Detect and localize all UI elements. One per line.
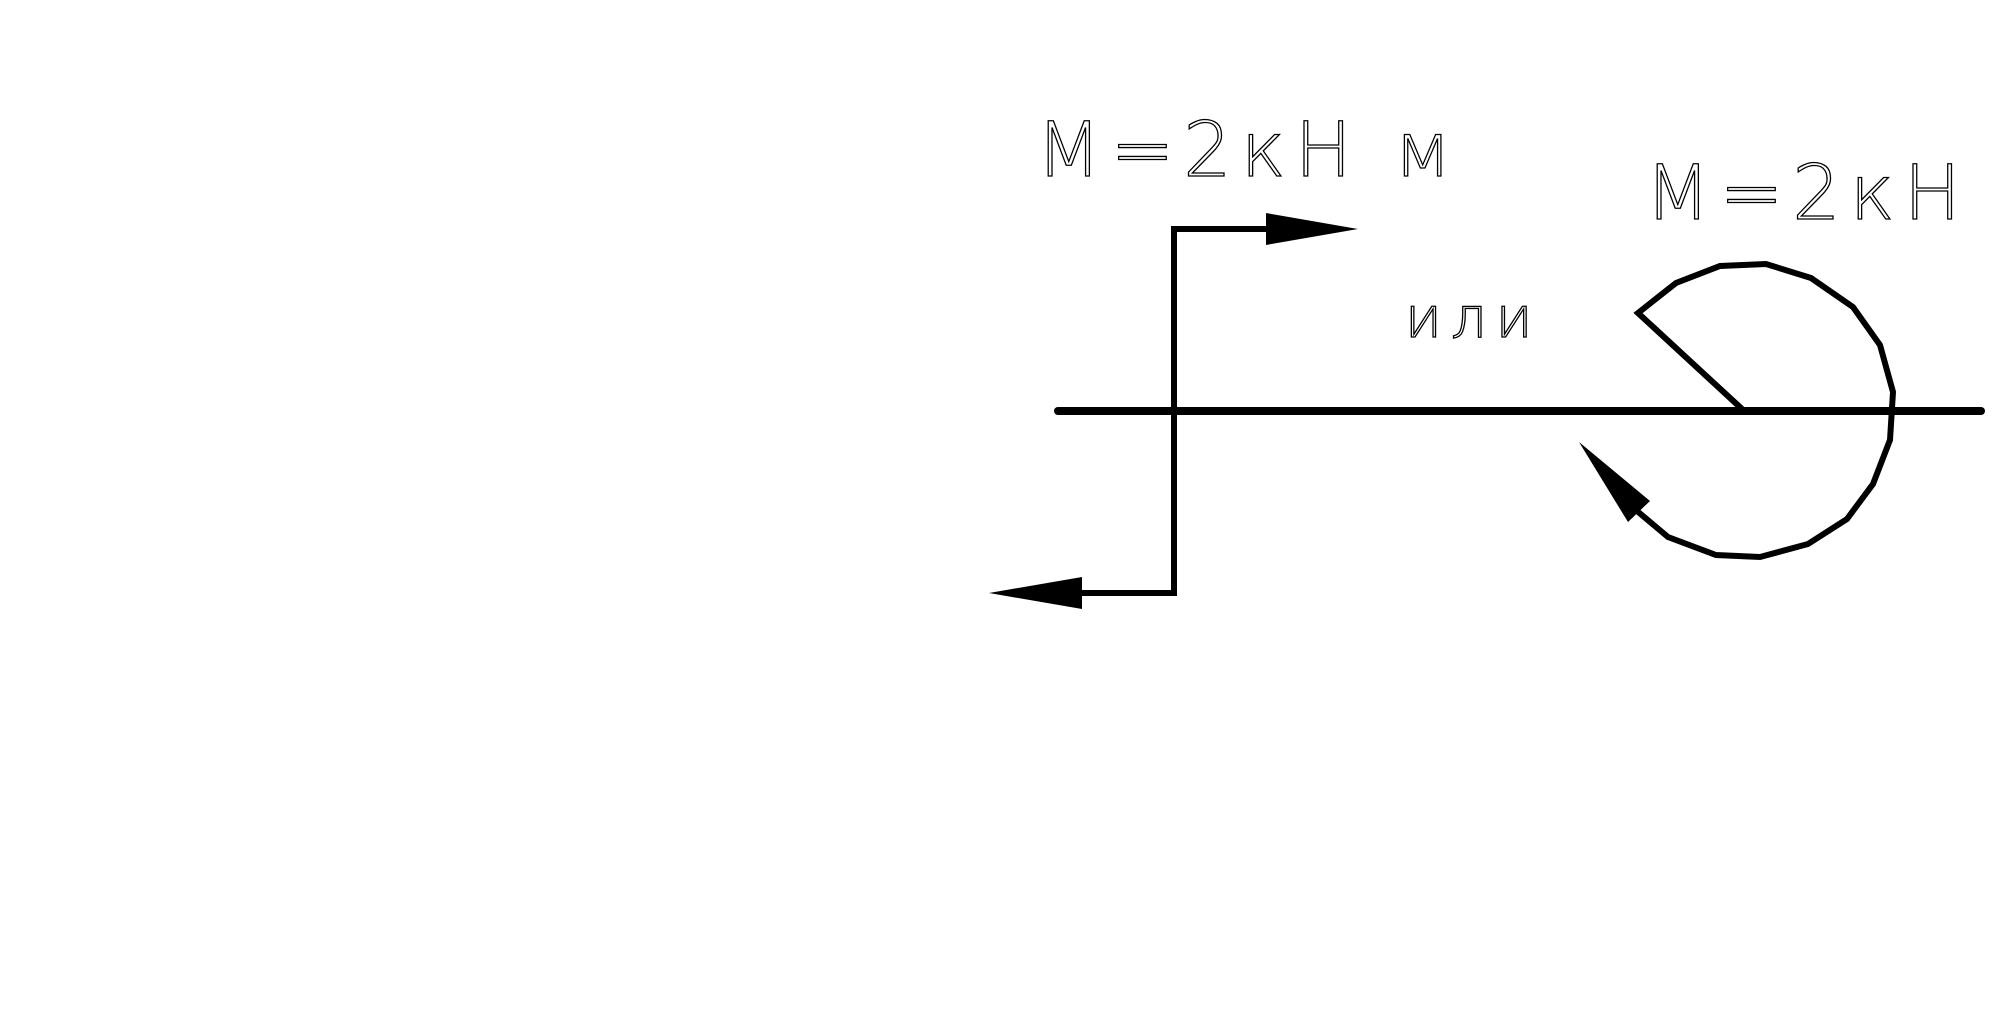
couple-arrow-right [1266,213,1358,245]
circular-moment-symbol [1579,260,1897,561]
moment-label-left: M=2кН м [1036,105,1460,194]
moment-arrowhead [1579,442,1650,522]
couple-arrow-left [989,577,1082,609]
moment-arc [1633,260,1897,561]
couple-stem [1082,226,1266,596]
or-label: или [1405,286,1542,351]
force-couple-symbol [989,213,1358,609]
moment-label-right: M=2кН м [1645,148,1992,237]
